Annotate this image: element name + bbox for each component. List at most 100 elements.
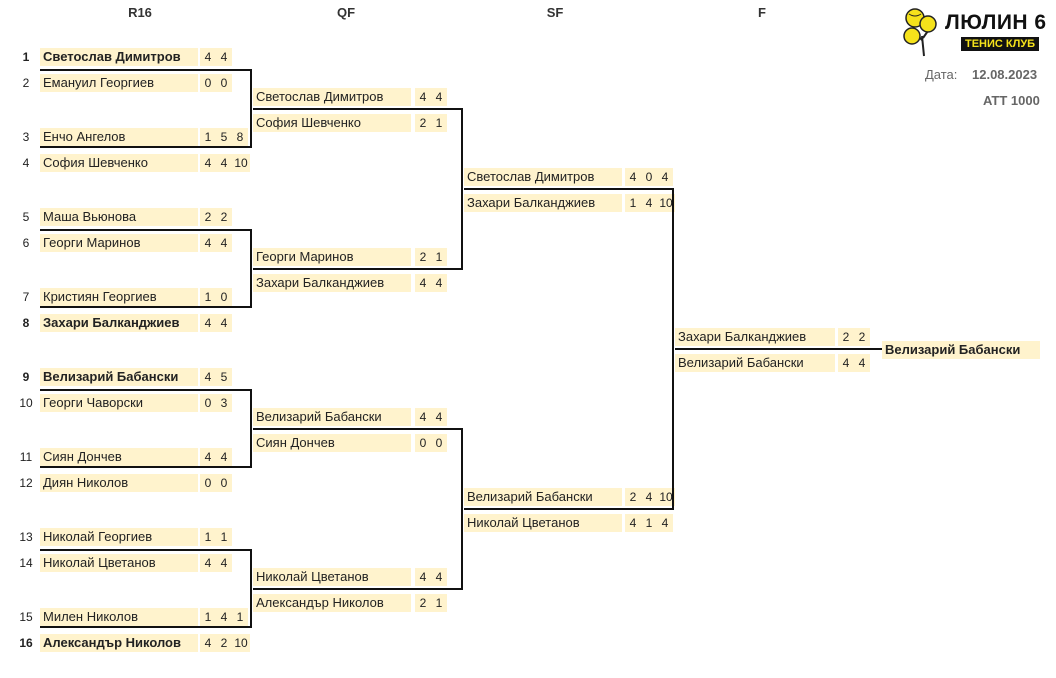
r16-score-set-1: 4 (200, 154, 216, 172)
bracket-line (40, 69, 252, 71)
r16-score-set-2: 4 (216, 234, 232, 252)
r16-score-set-1: 1 (200, 288, 216, 306)
round-header-r16: R16 (128, 5, 152, 20)
bracket-line (461, 108, 463, 270)
qf-score-set-2: 4 (431, 408, 447, 426)
r16-score-set-2: 0 (216, 474, 232, 492)
r16-player-name: Николай Цветанов (40, 554, 198, 572)
sf-score-set-3: 4 (657, 514, 673, 532)
seed-number: 2 (22, 76, 30, 90)
qf-score-set-1: 2 (415, 114, 431, 132)
sf-score-set-2: 4 (641, 194, 657, 212)
qf-player-name: Георги Маринов (253, 248, 411, 266)
bracket-line (253, 428, 463, 430)
sf-player-name: Захари Балканджиев (464, 194, 622, 212)
bracket-line (461, 428, 463, 590)
seed-number: 4 (22, 156, 30, 170)
r16-score-set-1: 4 (200, 554, 216, 572)
r16-score-set-1: 0 (200, 74, 216, 92)
bracket-line (250, 229, 252, 308)
bracket-line (40, 466, 252, 468)
r16-score-set-1: 0 (200, 474, 216, 492)
r16-score-set-1: 4 (200, 314, 216, 332)
bracket-line (253, 268, 463, 270)
qf-score-set-1: 4 (415, 274, 431, 292)
r16-player-name: Сиян Дончев (40, 448, 198, 466)
r16-score-set-2: 4 (216, 448, 232, 466)
final-score-set-1: 2 (838, 328, 854, 346)
final-player-name: Велизарий Бабански (675, 354, 835, 372)
sf-score-set-1: 2 (625, 488, 641, 506)
r16-player-name: Светослав Димитров (40, 48, 198, 66)
bracket-line (464, 508, 674, 510)
qf-score-set-2: 4 (431, 568, 447, 586)
r16-score-set-1: 4 (200, 448, 216, 466)
qf-score-set-1: 4 (415, 88, 431, 106)
r16-player-name: Захари Балканджиев (40, 314, 198, 332)
bracket-line (253, 108, 463, 110)
qf-score-set-2: 0 (431, 434, 447, 452)
r16-score-set-2: 4 (216, 608, 232, 626)
sf-score-set-1: 4 (625, 514, 641, 532)
seed-number: 12 (19, 476, 33, 490)
bracket-line (250, 389, 252, 468)
r16-score-set-2: 5 (216, 128, 232, 146)
seed-number: 5 (22, 210, 30, 224)
r16-player-name: София Шевченко (40, 154, 198, 172)
qf-score-set-1: 2 (415, 594, 431, 612)
r16-score-set-3: 8 (232, 128, 248, 146)
champion-name: Велизарий Бабански (882, 341, 1040, 359)
seed-number: 1 (22, 50, 30, 64)
seed-number: 15 (19, 610, 33, 624)
bracket-line (250, 69, 252, 148)
r16-player-name: Георги Маринов (40, 234, 198, 252)
r16-score-set-2: 2 (216, 634, 232, 652)
seed-number: 10 (19, 396, 33, 410)
r16-score-set-1: 1 (200, 128, 216, 146)
r16-score-set-2: 4 (216, 48, 232, 66)
round-header-sf: SF (546, 5, 564, 20)
r16-player-name: Александър Николов (40, 634, 198, 652)
r16-player-name: Маша Вьюнова (40, 208, 198, 226)
seed-number: 6 (22, 236, 30, 250)
bracket-line (464, 188, 674, 190)
sf-player-name: Светослав Димитров (464, 168, 622, 186)
r16-player-name: Диян Николов (40, 474, 198, 492)
qf-player-name: Сиян Дончев (253, 434, 411, 452)
r16-player-name: Кристиян Георгиев (40, 288, 198, 306)
r16-player-name: Емануил Георгиев (40, 74, 198, 92)
seed-number: 16 (19, 636, 33, 650)
qf-score-set-2: 1 (431, 248, 447, 266)
tennis-tree-icon (903, 8, 937, 57)
seed-number: 3 (22, 130, 30, 144)
r16-score-set-2: 4 (216, 554, 232, 572)
qf-player-name: Захари Балканджиев (253, 274, 411, 292)
r16-score-set-1: 0 (200, 394, 216, 412)
qf-score-set-2: 1 (431, 114, 447, 132)
qf-score-set-1: 4 (415, 568, 431, 586)
round-header-qf: QF (336, 5, 356, 20)
seed-number: 11 (19, 450, 33, 464)
qf-score-set-1: 4 (415, 408, 431, 426)
r16-score-set-3: 10 (232, 154, 250, 172)
r16-score-set-3: 10 (232, 634, 250, 652)
bracket-line (40, 146, 252, 148)
r16-player-name: Николай Георгиев (40, 528, 198, 546)
bracket-line (40, 389, 252, 391)
final-score-set-2: 2 (854, 328, 870, 346)
qf-player-name: Николай Цветанов (253, 568, 411, 586)
seed-number: 8 (22, 316, 30, 330)
seed-number: 9 (22, 370, 30, 384)
final-score-set-1: 4 (838, 354, 854, 372)
r16-player-name: Велизарий Бабански (40, 368, 198, 386)
bracket-line (675, 348, 883, 350)
sf-score-set-2: 1 (641, 514, 657, 532)
qf-score-set-2: 4 (431, 88, 447, 106)
date-label: Дата: (925, 67, 958, 82)
r16-score-set-2: 4 (216, 154, 232, 172)
r16-score-set-2: 2 (216, 208, 232, 226)
qf-score-set-2: 4 (431, 274, 447, 292)
sf-score-set-1: 1 (625, 194, 641, 212)
bracket-line (250, 549, 252, 628)
sf-score-set-2: 0 (641, 168, 657, 186)
